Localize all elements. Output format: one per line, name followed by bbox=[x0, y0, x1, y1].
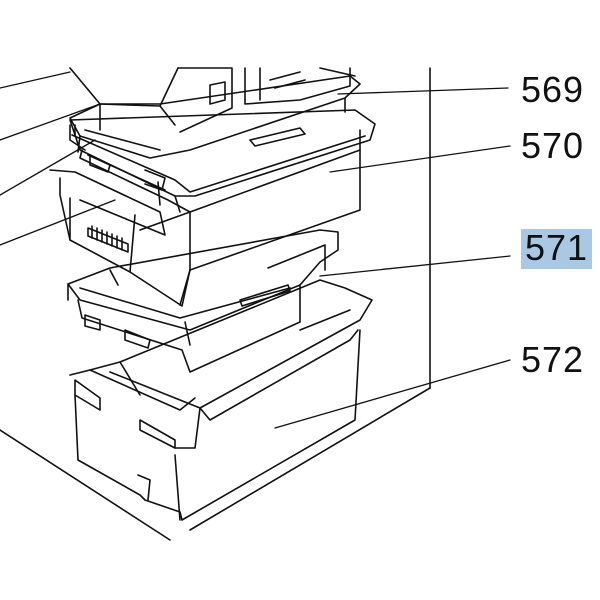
part-569-tray bbox=[69, 75, 361, 159]
top-rack bbox=[69, 67, 356, 133]
part-label-570: 570 bbox=[521, 125, 585, 166]
part-label-572: 572 bbox=[521, 339, 585, 380]
part-label-569: 569 bbox=[521, 69, 585, 110]
cabinet-outline bbox=[0, 67, 431, 541]
leader-lines bbox=[0, 71, 511, 429]
part-570-bin bbox=[49, 109, 376, 307]
part-571-tray bbox=[67, 229, 339, 373]
part-572-bin bbox=[69, 279, 373, 521]
part-label-571-highlighted: 571 bbox=[521, 229, 593, 269]
